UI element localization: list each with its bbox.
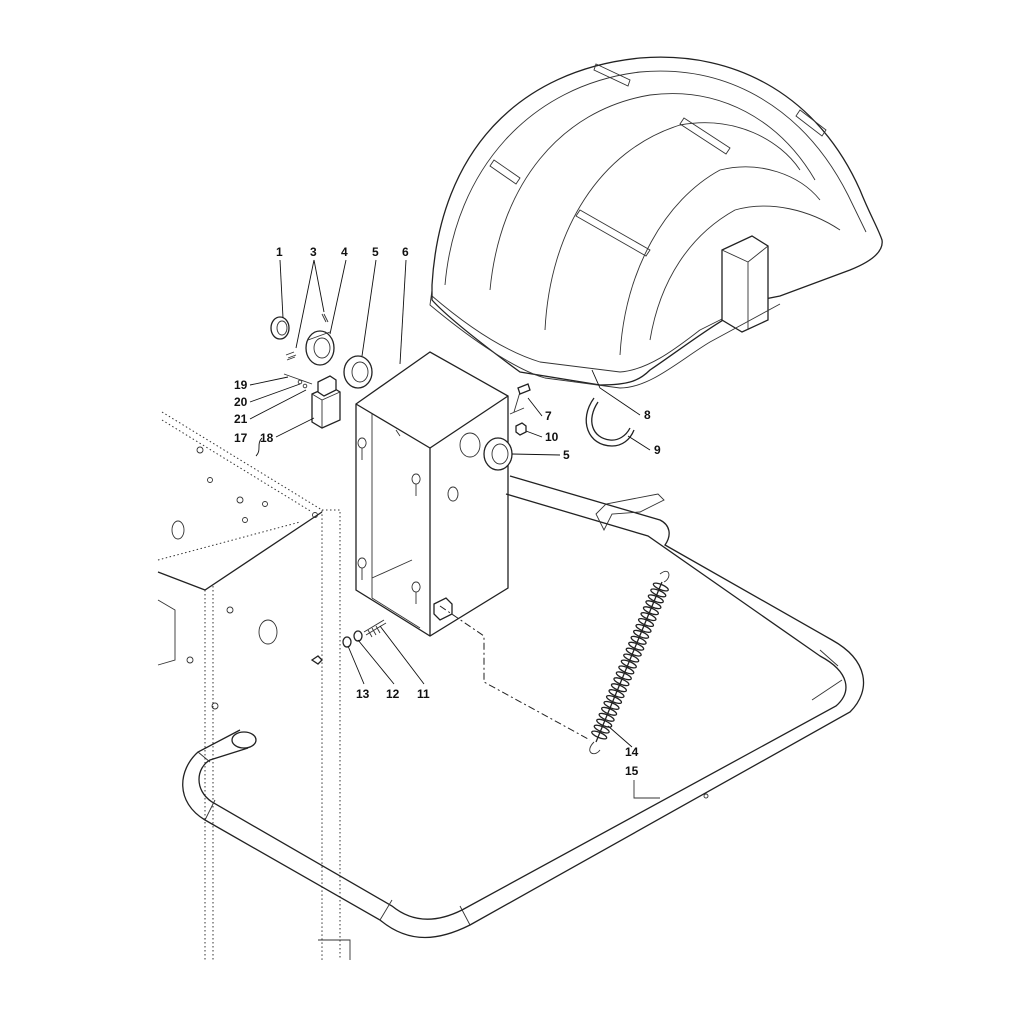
spring-coil [613, 677, 630, 687]
bushing-5-lower [483, 437, 513, 471]
chute-hood [429, 56, 883, 389]
spring-coil [625, 647, 642, 657]
callout-5-lower: 5 [563, 448, 570, 462]
callout-4: 4 [341, 245, 348, 259]
callout-5-upper: 5 [372, 245, 379, 259]
set-screws-3 [285, 313, 329, 361]
spring-coil [652, 582, 669, 592]
callout-15: 15 [625, 764, 639, 778]
hardware-11-12-13 [310, 619, 387, 665]
spring-coils [591, 582, 669, 740]
leader-lines [249, 259, 651, 748]
spring-coil [635, 623, 652, 633]
machine-frame [157, 411, 351, 960]
nut-10 [515, 422, 527, 436]
spring-coil [630, 635, 647, 645]
spring-coil [632, 629, 650, 639]
callout-labels: 1 3 4 5 6 19 20 21 17 18 7 10 5 8 9 13 1… [234, 245, 661, 778]
spring-coil [605, 694, 623, 705]
spring-coil [650, 588, 667, 598]
callout-14: 14 [625, 745, 639, 759]
centerline [439, 605, 591, 741]
spring-coil [610, 683, 628, 693]
callout-13: 13 [356, 687, 370, 701]
callout-18: 18 [260, 431, 274, 445]
callout-9: 9 [654, 443, 661, 457]
spring-coil [637, 617, 655, 628]
spring-coil [615, 671, 632, 681]
bearing-4 [305, 330, 335, 366]
spring-coil [600, 706, 618, 716]
leader-15-tail [633, 780, 660, 799]
callout-17: 17 [234, 431, 248, 445]
spring-coil [598, 712, 615, 722]
callout-12: 12 [386, 687, 400, 701]
control-box [355, 351, 509, 637]
spring-coil [623, 653, 640, 663]
spring-coil [593, 724, 610, 734]
callout-10: 10 [545, 430, 559, 444]
callout-21: 21 [234, 412, 248, 426]
callout-19: 19 [234, 378, 248, 392]
callout-8: 8 [644, 408, 651, 422]
bushing-1 [270, 316, 290, 340]
callout-3: 3 [310, 245, 317, 259]
spring-coil [640, 612, 657, 622]
spring-coil [591, 730, 608, 740]
spring-coil [628, 641, 645, 651]
callout-7: 7 [545, 409, 552, 423]
callout-20: 20 [234, 395, 248, 409]
spring-coil [608, 689, 625, 699]
spring-coil [645, 600, 662, 610]
clip-9 [585, 397, 635, 447]
callout-6: 6 [402, 245, 409, 259]
handle-bar [182, 475, 865, 939]
callout-11: 11 [417, 687, 430, 701]
bolt-7 [509, 383, 531, 415]
spring-coil [642, 606, 660, 616]
spring-coil [620, 659, 637, 669]
spring-coil [647, 594, 664, 604]
switch-assembly [283, 373, 341, 429]
callout-1: 1 [276, 245, 283, 259]
bushing-5-upper [343, 355, 373, 389]
spring-coil [596, 718, 613, 728]
spring-coil [618, 665, 635, 675]
spring-coil [603, 700, 620, 710]
